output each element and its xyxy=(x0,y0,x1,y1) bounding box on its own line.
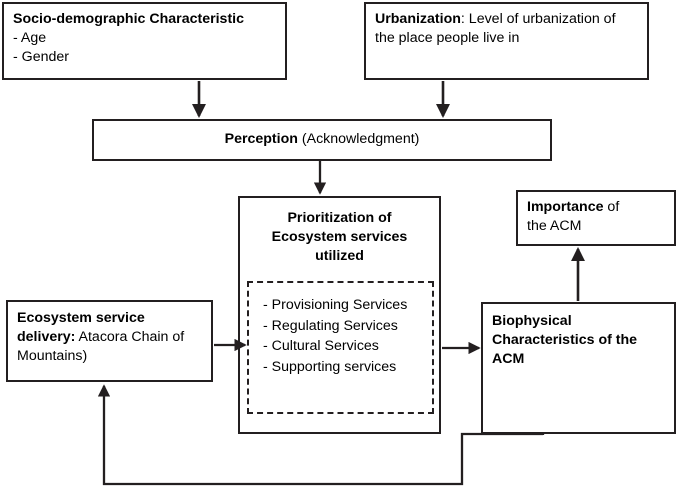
node-prioritization-heading-line-1: Prioritization of xyxy=(287,210,392,226)
node-perception-title: Perception xyxy=(224,131,298,148)
service-item-supporting: - Supporting services xyxy=(263,358,397,375)
service-item-cultural: - Cultural Services xyxy=(263,338,379,355)
node-ecosystem-service-delivery-description: Atacora Chain of Mountains) xyxy=(17,329,185,365)
node-ecosystem-service-delivery-title: Ecosystem service delivery: xyxy=(17,310,145,346)
node-prioritization-heading-line-2: Ecosystem services xyxy=(271,229,408,246)
node-urbanization-title: Urbanization xyxy=(375,11,461,27)
node-socio-demographic-item-gender: - Gender xyxy=(13,49,69,66)
service-item-regulating: - Regulating Services xyxy=(263,317,398,334)
node-ecosystem-service-delivery: Ecosystem service delivery: Atacora Chai… xyxy=(6,300,213,382)
node-importance-line-2: the ACM xyxy=(527,218,582,235)
node-prioritization-heading-line-3: utilized xyxy=(315,248,364,265)
node-perception-subtitle: (Acknowledgment) xyxy=(297,131,420,148)
node-importance: Importance of the ACM xyxy=(516,190,676,246)
node-urbanization: Urbanization: Level of urbanization of t… xyxy=(364,2,649,80)
node-socio-demographic-item-age: - Age xyxy=(13,30,47,47)
node-biophysical-title: Biophysical Characteristics of the ACM xyxy=(492,313,638,368)
node-socio-demographic-title: Socio-demographic Characteristic xyxy=(13,11,245,27)
node-biophysical: Biophysical Characteristics of the ACM xyxy=(481,302,676,434)
node-prioritization-services-group: - Provisioning Services - Regulating Ser… xyxy=(247,281,434,414)
node-urbanization-description: : Level of urbanization of the place peo… xyxy=(375,11,616,47)
node-importance-of: of xyxy=(603,199,620,215)
node-socio-demographic: Socio-demographic Characteristic - Age -… xyxy=(2,2,287,80)
service-item-provisioning: - Provisioning Services xyxy=(263,297,408,313)
node-importance-title: Importance xyxy=(527,199,604,215)
node-perception: Perception (Acknowledgment) xyxy=(92,119,552,161)
